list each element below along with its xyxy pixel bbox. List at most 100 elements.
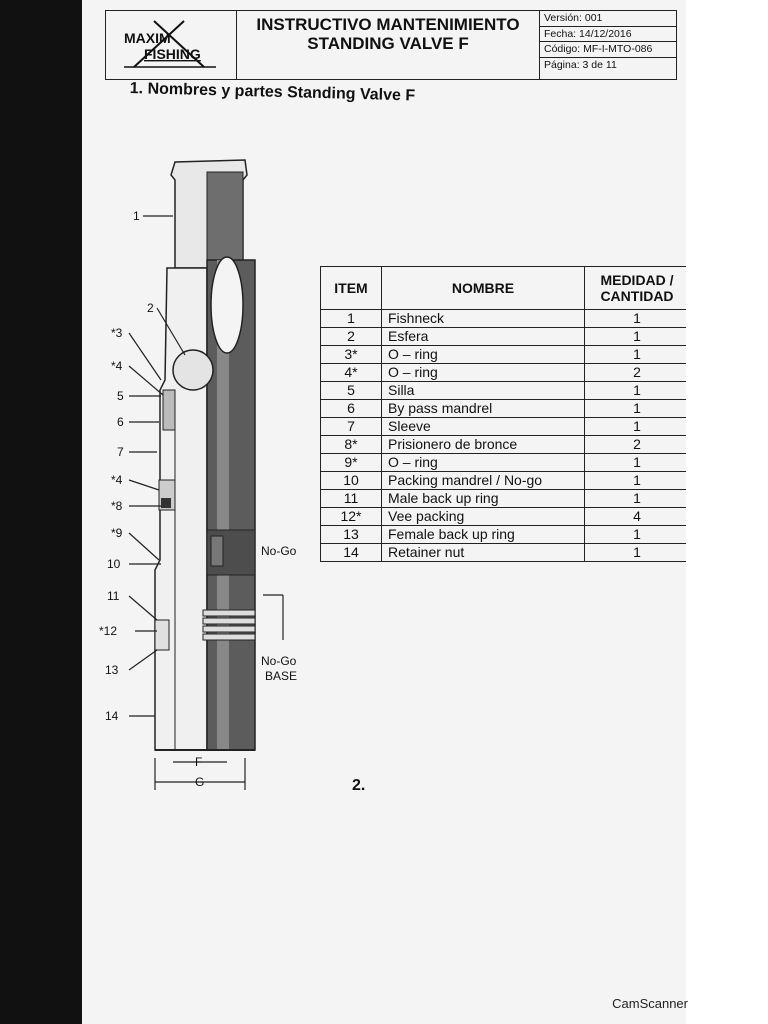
- page-edge: [686, 0, 768, 1024]
- cell-item: 4*: [320, 363, 382, 382]
- cell-name: Retainer nut: [381, 543, 585, 562]
- col-qty: MEDIDAD / CANTIDAD: [584, 266, 690, 310]
- cell-item: 2: [320, 327, 382, 346]
- cell-item: 13: [320, 525, 382, 544]
- standing-valve-diagram: 1 2 *3 *4 5 6 7 *4 *8 *9 10 11 *12 13 14…: [99, 159, 297, 790]
- nogo-label: No-Go: [261, 544, 297, 558]
- bypass-slot: [210, 256, 244, 354]
- callout-4a: *4: [111, 359, 123, 373]
- cell-name: O – ring: [381, 363, 585, 382]
- dimension-f: F: [195, 755, 202, 769]
- title-line-2: STANDING VALVE F: [307, 34, 469, 53]
- callout-2: 2: [147, 301, 154, 315]
- cell-name: Female back up ring: [381, 525, 585, 544]
- cell-item: 8*: [320, 435, 382, 454]
- cell-name: By pass mandrel: [381, 399, 585, 418]
- scanner-watermark: CamScanner: [612, 996, 688, 1011]
- dimension-g: G: [195, 775, 204, 789]
- col-qty-line-1: MEDIDAD /: [600, 272, 674, 288]
- cell-name: O – ring: [381, 453, 585, 472]
- callout-6: 6: [117, 415, 124, 429]
- set-screw: [161, 498, 171, 508]
- cell-qty: 2: [584, 435, 690, 454]
- cell-item: 5: [320, 381, 382, 400]
- cell-qty: 1: [584, 453, 690, 472]
- callout-4b: *4: [111, 473, 123, 487]
- cell-item: 10: [320, 471, 382, 490]
- cell-name: Prisionero de bronce: [381, 435, 585, 454]
- cell-qty: 1: [584, 327, 690, 346]
- callout-11: 11: [107, 589, 120, 603]
- document-title: INSTRUCTIVO MANTENIMIENTO STANDING VALVE…: [237, 11, 540, 79]
- seat-ring: [162, 389, 176, 431]
- cell-item: 12*: [320, 507, 382, 526]
- cell-qty: 1: [584, 489, 690, 508]
- nogo-base-label-2: BASE: [265, 669, 297, 683]
- callout-5: 5: [117, 389, 124, 403]
- cell-qty: 1: [584, 471, 690, 490]
- cell-item: 9*: [320, 453, 382, 472]
- nogo-base-label-1: No-Go: [261, 654, 297, 668]
- cell-name: Male back up ring: [381, 489, 585, 508]
- document-meta: Versión: 001 Fecha: 14/12/2016 Código: M…: [540, 11, 676, 79]
- callout-leaders: [128, 215, 284, 790]
- callout-9: *9: [111, 526, 123, 540]
- section-title: 1. Nombres y partes Standing Valve F: [129, 80, 416, 105]
- col-name: NOMBRE: [381, 266, 585, 310]
- document-header: MAXIM FISHING INSTRUCTIVO MANTENIMIENTO …: [105, 10, 677, 80]
- cell-qty: 1: [584, 543, 690, 562]
- cell-item: 3*: [320, 345, 382, 364]
- cell-qty: 1: [584, 399, 690, 418]
- cell-name: O – ring: [381, 345, 585, 364]
- figure-number: 2.: [352, 777, 366, 794]
- ball-part: [172, 349, 214, 391]
- meta-version: Versión: 001: [540, 11, 676, 27]
- fishneck-bore: [206, 171, 244, 269]
- col-qty-line-2: CANTIDAD: [600, 288, 674, 304]
- cell-item: 7: [320, 417, 382, 436]
- col-item: ITEM: [320, 266, 382, 310]
- callout-7: 7: [117, 445, 124, 459]
- cell-qty: 1: [584, 417, 690, 436]
- cell-qty: 4: [584, 507, 690, 526]
- meta-page: Página: 3 de 11: [544, 58, 617, 71]
- cell-qty: 1: [584, 381, 690, 400]
- cell-name: Sleeve: [381, 417, 585, 436]
- callout-8: *8: [111, 499, 123, 513]
- cell-qty: 1: [584, 309, 690, 328]
- cell-item: 6: [320, 399, 382, 418]
- cell-qty: 1: [584, 345, 690, 364]
- cell-item: 14: [320, 543, 382, 562]
- no-go-key: [210, 535, 224, 567]
- callout-1: 1: [133, 209, 140, 223]
- cell-item: 1: [320, 309, 382, 328]
- title-line-1: INSTRUCTIVO MANTENIMIENTO: [256, 15, 520, 34]
- vee-packing-rings: [202, 609, 256, 641]
- cell-qty: 2: [584, 363, 690, 382]
- callout-3: *3: [111, 326, 123, 340]
- packing-left: [154, 619, 170, 651]
- maxim-fishing-logo-icon: MAXIM FISHING: [124, 20, 216, 68]
- cell-name: Fishneck: [381, 309, 585, 328]
- callout-12: *12: [99, 624, 117, 638]
- parts-table-header: ITEM NOMBRE MEDIDAD / CANTIDAD: [320, 266, 690, 310]
- cell-name: Silla: [381, 381, 585, 400]
- svg-text:FISHING: FISHING: [144, 46, 201, 62]
- cell-name: Esfera: [381, 327, 585, 346]
- meta-date: Fecha: 14/12/2016: [540, 27, 676, 42]
